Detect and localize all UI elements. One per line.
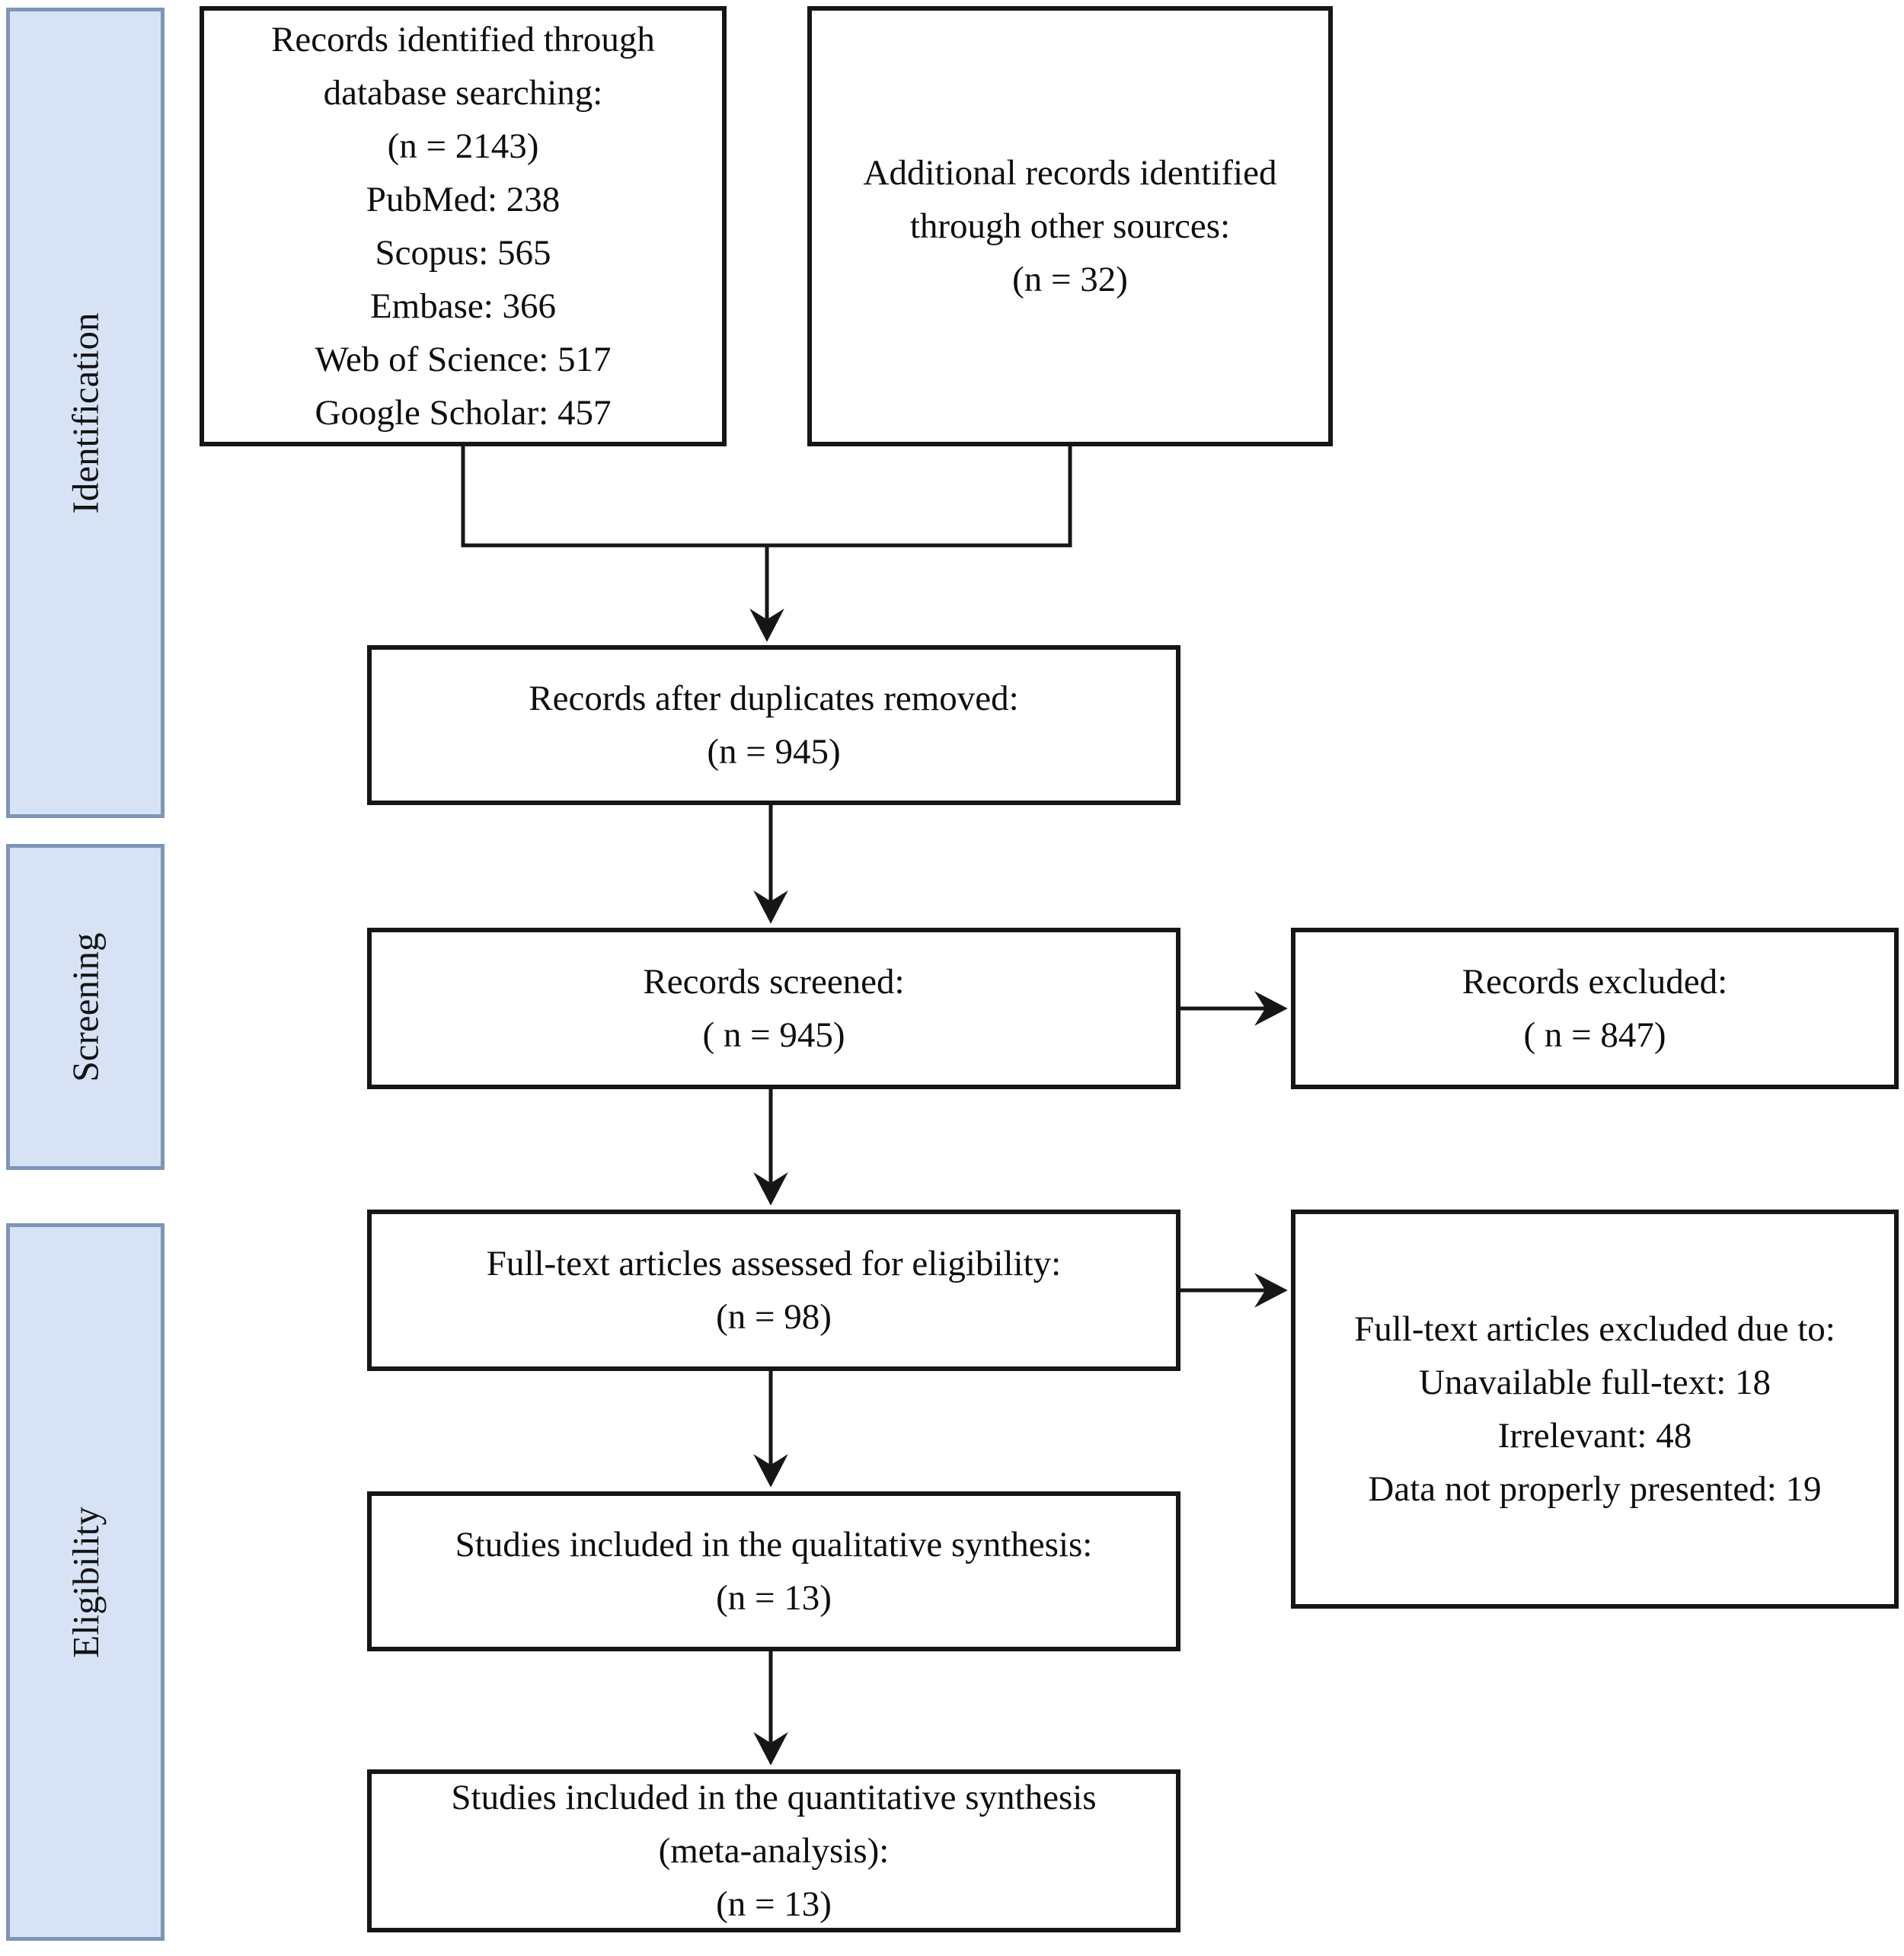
box-records-identified-text: Records identified through database sear…	[271, 20, 655, 433]
stage-eligibility-label: Eligibility	[64, 1506, 107, 1658]
box-qualitative-synthesis-text: Studies included in the qualitative synt…	[455, 1525, 1093, 1618]
box-qualitative-synthesis: Studies included in the qualitative synt…	[367, 1491, 1180, 1651]
box-duplicates-removed-text: Records after duplicates removed: (n = 9…	[529, 679, 1019, 772]
box-fulltext-assessed: Full-text articles assessed for eligibil…	[367, 1210, 1180, 1371]
stage-eligibility: Eligibility	[6, 1223, 165, 1941]
stage-screening: Screening	[6, 844, 165, 1170]
stage-identification: Identification	[6, 8, 165, 818]
box-fulltext-excluded: Full-text articles excluded due to: Unav…	[1291, 1210, 1899, 1609]
box-duplicates-removed: Records after duplicates removed: (n = 9…	[367, 645, 1180, 805]
box-additional-records: Additional records identified through ot…	[807, 6, 1333, 446]
box-records-excluded-text: Records excluded: ( n = 847)	[1462, 962, 1728, 1055]
stage-screening-label: Screening	[64, 932, 107, 1082]
box-fulltext-assessed-text: Full-text articles assessed for eligibil…	[486, 1244, 1062, 1337]
box-records-excluded: Records excluded: ( n = 847)	[1291, 928, 1899, 1089]
box-additional-records-text: Additional records identified through ot…	[863, 153, 1277, 299]
box-records-identified: Records identified through database sear…	[200, 6, 727, 446]
box-records-screened-text: Records screened: ( n = 945)	[643, 962, 905, 1055]
stage-identification-label: Identification	[64, 312, 107, 513]
connector-merge	[461, 446, 1072, 548]
box-quantitative-synthesis: Studies included in the quantitative syn…	[367, 1769, 1180, 1932]
box-records-screened: Records screened: ( n = 945)	[367, 928, 1180, 1089]
box-quantitative-synthesis-text: Studies included in the quantitative syn…	[451, 1778, 1097, 1924]
box-fulltext-excluded-text: Full-text articles excluded due to: Unav…	[1354, 1309, 1835, 1509]
